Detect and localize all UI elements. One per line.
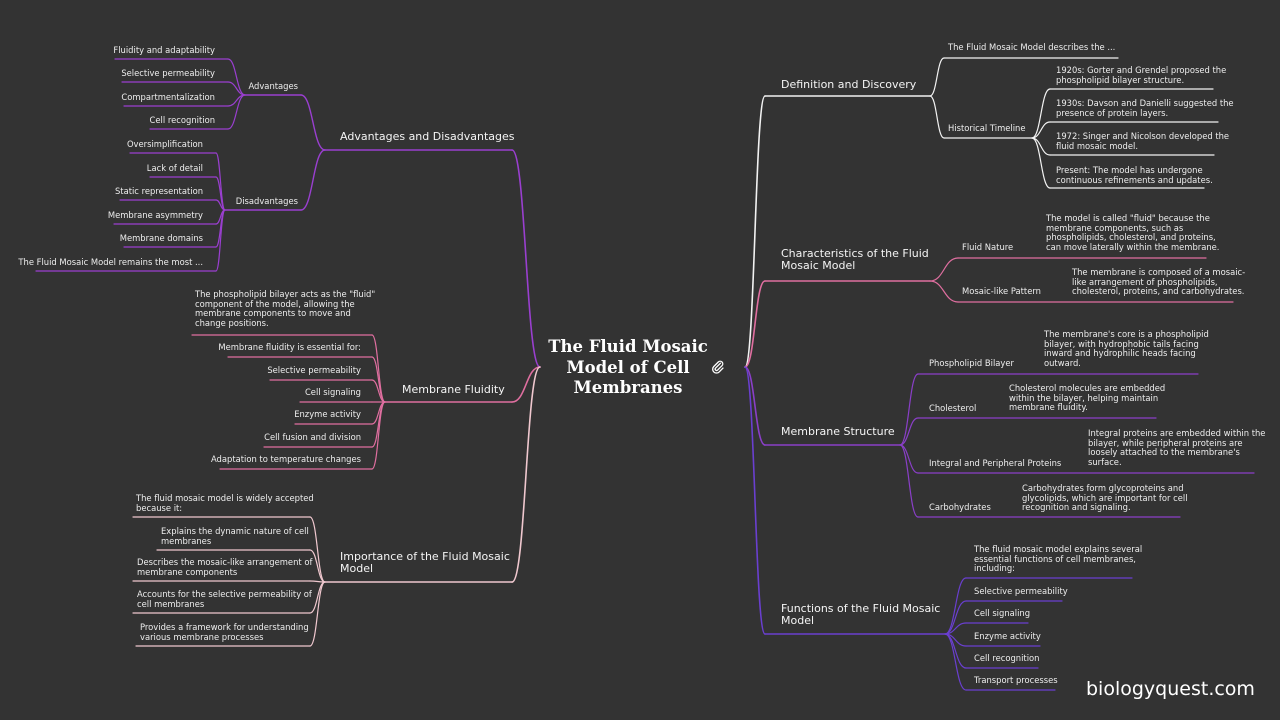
branch-label-functions[interactable]: Functions of the Fluid Mosaic Model xyxy=(781,602,941,627)
leaf-label[interactable]: Cell fusion and division xyxy=(264,432,361,442)
connector-leaf xyxy=(309,581,326,647)
connector-leaf xyxy=(371,401,386,470)
leaf-label[interactable]: Lack of detail xyxy=(146,163,203,173)
sub-label[interactable]: Cholesterol xyxy=(929,403,977,413)
connector-sub xyxy=(929,95,945,139)
branch-label-membrane-structure[interactable]: Membrane Structure xyxy=(781,425,895,438)
branch-label-advantages-disadvantages[interactable]: Advantages and Disadvantages xyxy=(340,130,515,143)
connector-main xyxy=(511,366,541,403)
connector-main xyxy=(744,366,766,446)
sub-label[interactable]: Disadvantages xyxy=(235,196,298,206)
connector-sub xyxy=(899,444,919,518)
leaf-label[interactable]: The fluid mosaic model explains several … xyxy=(974,544,1143,573)
connector-sub xyxy=(929,57,945,97)
connector-leaf xyxy=(227,58,246,96)
leaf-label[interactable]: Transport processes xyxy=(974,675,1058,685)
connector-main xyxy=(511,149,541,368)
leaf-label[interactable]: Selective permeability xyxy=(974,586,1068,596)
connector-leaf xyxy=(944,633,967,691)
connector-main xyxy=(511,366,541,583)
leaf-label[interactable]: The model is called "fluid" because the … xyxy=(1046,213,1220,252)
connector-sub xyxy=(899,417,919,446)
sub-label[interactable]: Advantages xyxy=(248,81,298,91)
sub-label[interactable]: Carbohydrates xyxy=(929,502,991,512)
leaf-label[interactable]: Enzyme activity xyxy=(974,631,1041,641)
leaf-label[interactable]: Compartmentalization xyxy=(121,92,215,102)
leaf-label[interactable]: Cell recognition xyxy=(149,115,215,125)
leaf-label[interactable]: The Fluid Mosaic Model describes the ... xyxy=(948,42,1116,52)
connector-leaf xyxy=(309,549,326,583)
connector-leaf xyxy=(215,176,226,211)
connector-main xyxy=(744,280,766,368)
leaf-label[interactable]: Membrane asymmetry xyxy=(107,210,203,220)
leaf-label[interactable]: 1972: Singer and Nicolson developed the … xyxy=(1056,131,1230,151)
connector-leaf xyxy=(309,516,326,583)
leaf-label[interactable]: The phospholipid bilayer acts as the "fl… xyxy=(195,289,376,328)
sub-label[interactable]: Historical Timeline xyxy=(948,123,1026,133)
leaf-label[interactable]: Accounts for the selective permeability … xyxy=(137,589,312,609)
sub-label[interactable]: Integral and Peripheral Proteins xyxy=(929,458,1062,468)
connector-leaf xyxy=(1031,121,1051,139)
leaf-label[interactable]: Fluidity and adaptability xyxy=(113,45,215,55)
sub-label[interactable]: Fluid Nature xyxy=(962,242,1014,252)
leaf-label[interactable]: Oversimplification xyxy=(126,139,203,149)
leaf-label[interactable]: Selective permeability xyxy=(267,365,361,375)
leaf-label[interactable]: Cell signaling xyxy=(974,608,1031,618)
connector-leaf xyxy=(371,356,386,403)
sub-label[interactable]: Phospholipid Bilayer xyxy=(929,358,1014,368)
leaf-label[interactable]: The Fluid Mosaic Model remains the most … xyxy=(18,257,203,267)
leaf-label[interactable]: Cholesterol molecules are embedded withi… xyxy=(1009,383,1166,412)
leaf-label[interactable]: Static representation xyxy=(114,186,203,196)
paperclip-icon xyxy=(712,360,724,374)
connector-leaf xyxy=(1031,137,1051,189)
connector-sub xyxy=(300,149,326,211)
connector-leaf xyxy=(227,81,246,96)
branch-label-characteristics[interactable]: Characteristics of the Fluid Mosaic Mode… xyxy=(781,247,929,272)
connector-leaf xyxy=(1031,88,1051,139)
connector-sub xyxy=(300,94,326,151)
leaf-label[interactable]: Integral proteins are embedded within th… xyxy=(1088,428,1266,467)
connector-main xyxy=(744,95,766,368)
leaf-label[interactable]: Cell recognition xyxy=(974,653,1040,663)
branch-label-importance[interactable]: Importance of the Fluid Mosaic Model xyxy=(340,550,510,575)
site-watermark: biologyquest.com xyxy=(1086,678,1255,700)
connector-sub xyxy=(929,257,959,282)
leaf-label[interactable]: Adaptation to temperature changes xyxy=(210,454,361,464)
leaf-label[interactable]: The membrane's core is a phospholipid bi… xyxy=(1044,329,1209,368)
leaf-label[interactable]: Describes the mosaic-like arrangement of… xyxy=(137,557,313,577)
leaf-label[interactable]: The membrane is composed of a mosaic- li… xyxy=(1072,267,1246,296)
central-topic[interactable]: The Fluid Mosaic Model of Cell Membranes xyxy=(548,337,708,397)
leaf-label[interactable]: The fluid mosaic model is widely accepte… xyxy=(136,493,314,513)
connector-sub xyxy=(899,373,919,446)
leaf-label[interactable]: Carbohydrates form glycoproteins and gly… xyxy=(1022,483,1188,512)
connector-leaf xyxy=(944,577,967,635)
leaf-label[interactable]: Membrane domains xyxy=(119,233,203,243)
connector-main xyxy=(744,366,766,635)
connector-leaf xyxy=(227,94,246,130)
leaf-label[interactable]: Membrane fluidity is essential for: xyxy=(218,342,361,352)
connector-sub xyxy=(929,280,959,303)
leaf-label[interactable]: Present: The model has undergone continu… xyxy=(1056,165,1213,185)
sub-label[interactable]: Mosaic-like Pattern xyxy=(962,286,1041,296)
connector-leaf xyxy=(944,600,967,635)
leaf-label[interactable]: Selective permeability xyxy=(121,68,215,78)
connector-leaf xyxy=(215,209,226,272)
branch-label-definition-discovery[interactable]: Definition and Discovery xyxy=(781,78,917,91)
leaf-label[interactable]: 1930s: Davson and Danielli suggested the… xyxy=(1056,98,1234,118)
branch-label-membrane-fluidity[interactable]: Membrane Fluidity xyxy=(402,383,505,396)
leaf-label[interactable]: Enzyme activity xyxy=(294,409,361,419)
connector-leaf xyxy=(371,379,386,403)
leaf-label[interactable]: Provides a framework for understanding v… xyxy=(140,622,309,642)
leaf-label[interactable]: Explains the dynamic nature of cell memb… xyxy=(161,526,309,546)
leaf-label[interactable]: Cell signaling xyxy=(304,387,361,397)
leaf-label[interactable]: 1920s: Gorter and Grendel proposed the p… xyxy=(1056,65,1227,85)
